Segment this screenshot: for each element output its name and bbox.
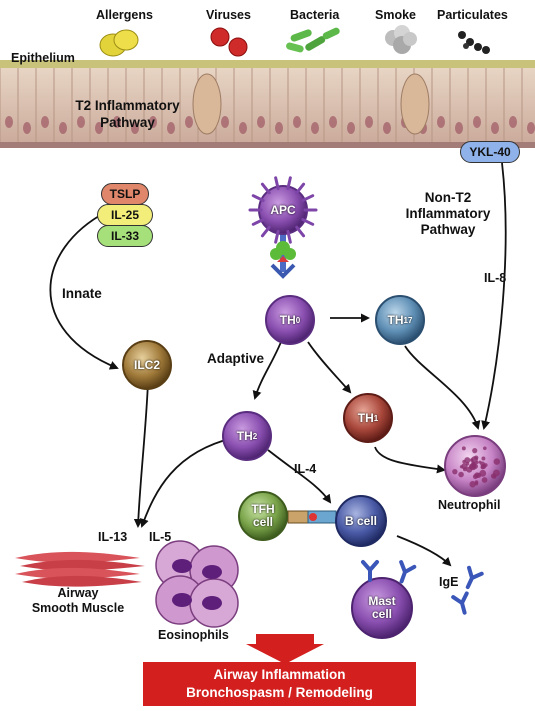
- il8-label: IL-8: [484, 271, 507, 285]
- non-t2-pathway-label: Non-T2 Inflammatory Pathway: [393, 190, 503, 238]
- arrow-th17-to-neutrophil: [404, 345, 481, 430]
- tfh-text-1: TFH: [251, 502, 275, 516]
- smooth-muscle-label: Airway Smooth Muscle: [18, 586, 138, 616]
- arrow-th0-to-th1: [307, 341, 352, 394]
- innate-label: Innate: [62, 286, 102, 301]
- il25-badge: IL-25: [97, 204, 153, 226]
- tslp-badge: TSLP: [101, 183, 149, 205]
- trigger-bacteria: Bacteria: [290, 8, 340, 22]
- receptor-complex: [270, 232, 296, 279]
- mast-cell-body: [351, 577, 413, 639]
- th17-sub: 17: [403, 315, 413, 325]
- il5-label: IL-5: [149, 530, 172, 544]
- bcell-label: B cell: [344, 514, 377, 528]
- th0-sub: 0: [295, 315, 301, 325]
- mast-text-1: Mast: [368, 594, 396, 608]
- viruses-icon: [210, 27, 248, 57]
- trigger-particulates: Particulates: [437, 8, 508, 22]
- th0-text: TH: [279, 313, 296, 327]
- non-t2-line-1: Non-T2: [424, 190, 472, 205]
- th1-sub: 1: [373, 413, 379, 423]
- ige-antibodies: [361, 560, 484, 615]
- goblet-cell-left: [192, 73, 222, 135]
- epithelial-cells: [0, 68, 535, 142]
- epithelium-label: Epithelium: [11, 51, 75, 65]
- neutrophil-granules: [452, 446, 501, 488]
- ilc2-label: ILC2: [133, 358, 160, 372]
- th17-cell-body: [375, 295, 425, 345]
- tfh-bcell-connector: [287, 510, 337, 524]
- smooth-muscle-line-2: Smooth Muscle: [31, 601, 125, 615]
- th1-text: TH: [357, 411, 374, 425]
- smooth-muscle-line-1: Airway: [57, 586, 99, 600]
- tfh-text-2: cell: [252, 515, 273, 529]
- goblet-cell-right: [400, 73, 430, 135]
- tfh-cell-body: [238, 491, 288, 541]
- outcome-line-1: Airway Inflammation: [213, 667, 346, 682]
- mast-text-2: cell: [371, 607, 392, 621]
- bacteria-icon: [286, 27, 340, 53]
- neutrophil-label: Neutrophil: [438, 498, 501, 512]
- th1-cell-body: [343, 393, 393, 443]
- arrow-bcell-to-ige: [396, 535, 452, 567]
- ilc2-cell-body: [122, 340, 172, 390]
- arrow-th1-to-neutrophil: [374, 446, 446, 474]
- particulates-icon: [458, 31, 490, 54]
- eosinophils-cluster: [155, 540, 239, 628]
- smooth-muscle-icon: [15, 551, 145, 587]
- th2-cell-body: [222, 411, 272, 461]
- apc-spikes: [248, 176, 318, 244]
- arrow-th2-to-bcell: [267, 449, 332, 504]
- apc-label: APC: [270, 203, 296, 217]
- trigger-viruses: Viruses: [206, 8, 251, 22]
- smoke-icon: [385, 25, 417, 54]
- arrow-th2-to-il13: [140, 437, 234, 528]
- th2-sub: 2: [252, 431, 258, 441]
- trigger-smoke: Smoke: [375, 8, 416, 22]
- ykl40-badge: YKL-40: [460, 141, 520, 163]
- arrow-cytokines-to-ilc2: [49, 211, 119, 370]
- adaptive-label: Adaptive: [207, 351, 265, 366]
- allergens-icon: [99, 29, 139, 57]
- t2-pathway-label: T2 Inflammatory Pathway: [60, 97, 195, 131]
- outcome-banner: Airway Inflammation Bronchospasm / Remod…: [143, 662, 416, 706]
- non-t2-line-2: Inflammatory: [405, 206, 491, 221]
- il33-badge: IL-33: [97, 225, 153, 247]
- outcome-line-2: Bronchospasm / Remodeling: [186, 685, 373, 700]
- ige-label: IgE: [439, 575, 459, 589]
- outcome-arrow: [246, 634, 324, 664]
- trigger-allergens: Allergens: [96, 8, 153, 22]
- pathway-arrows: [49, 162, 507, 567]
- il4-label: IL-4: [294, 462, 317, 476]
- t2-pathway-line-2: Pathway: [100, 115, 155, 130]
- eosinophils-label: Eosinophils: [158, 628, 229, 642]
- il13-label: IL-13: [98, 530, 128, 544]
- non-t2-line-3: Pathway: [420, 222, 476, 237]
- epithelium-layer: [0, 60, 535, 148]
- th0-cell-body: [265, 295, 315, 345]
- th17-text: TH: [387, 313, 404, 327]
- bcell-body: [335, 495, 387, 547]
- t2-pathway-line-1: T2 Inflammatory: [75, 98, 180, 113]
- arrow-ilc2-to-il13: [133, 381, 149, 528]
- arrow-ykl40-to-neutrophil: [481, 162, 507, 430]
- th2-text: TH: [236, 429, 253, 443]
